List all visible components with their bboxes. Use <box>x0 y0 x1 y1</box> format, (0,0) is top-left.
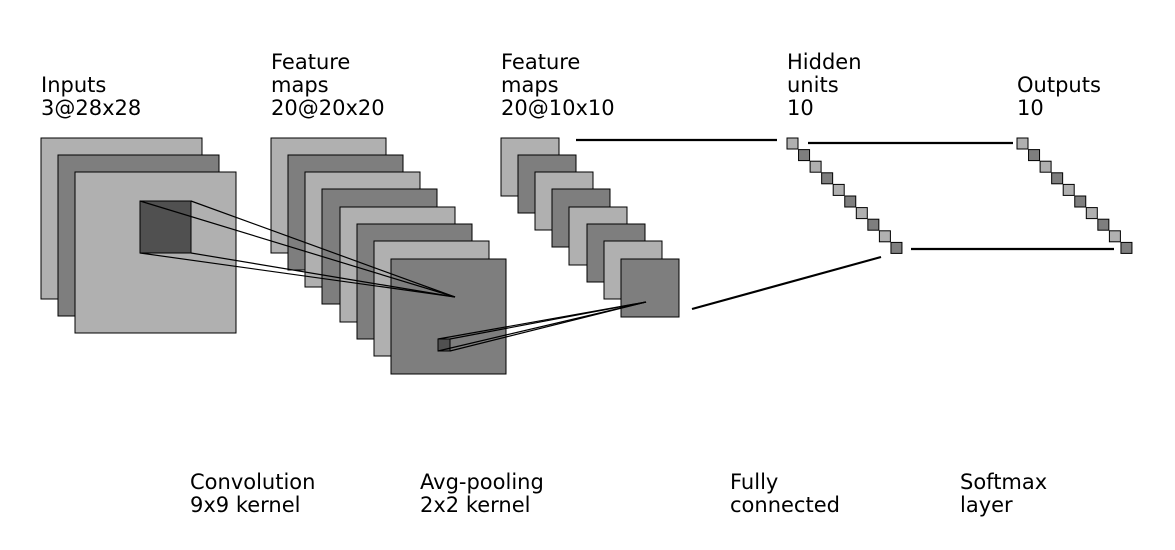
hidden-unit <box>867 218 880 231</box>
pooled-feature-map <box>620 258 680 318</box>
layer-label-outputs: Outputs 10 <box>1017 74 1101 120</box>
pooling-projection-line <box>449 301 647 340</box>
operation-detail: connected <box>730 493 840 517</box>
pooling-projection-line <box>449 301 647 352</box>
output-unit <box>1097 218 1110 231</box>
output-unit <box>1108 230 1121 243</box>
output-unit <box>1039 160 1052 173</box>
convolution-projection-line <box>190 200 456 298</box>
operation-detail: 9x9 kernel <box>190 493 301 517</box>
output-unit <box>1016 137 1029 150</box>
output-unit <box>1120 241 1133 254</box>
hidden-unit <box>798 149 811 162</box>
layer-title: Feature <box>271 50 351 74</box>
operation-label-softmax: Softmax layer <box>960 471 1047 517</box>
layer-label-feature-maps-pool: Feature maps 20@10x10 <box>501 51 615 120</box>
convolution-projection-line <box>139 200 456 298</box>
hidden-unit <box>855 207 868 220</box>
output-unit <box>1051 172 1064 185</box>
operation-name: Softmax <box>960 470 1048 494</box>
hidden-unit <box>832 183 845 196</box>
convolution-projection-line <box>190 252 456 298</box>
layer-detail: 10 <box>787 96 814 120</box>
fully-connected-line <box>691 255 882 311</box>
output-unit <box>1074 195 1087 208</box>
convolution-projection-line <box>139 252 456 298</box>
operation-detail: layer <box>960 493 1013 517</box>
layer-title: maps <box>271 73 329 97</box>
layer-title: Hidden <box>787 50 862 74</box>
layer-label-hidden-units: Hidden units 10 <box>787 51 862 120</box>
operation-label-fully-connected: Fully connected <box>730 471 840 517</box>
operation-label-avg-pooling: Avg-pooling 2x2 kernel <box>420 471 544 517</box>
operation-name: Fully <box>730 470 779 494</box>
convolution-receptive-field <box>139 200 192 254</box>
operation-name: Convolution <box>190 470 316 494</box>
layer-label-feature-maps-conv: Feature maps 20@20x20 <box>271 51 385 120</box>
layer-detail: 20@10x10 <box>501 96 615 120</box>
pooling-receptive-field <box>437 338 451 352</box>
layer-detail: 3@28x28 <box>41 96 142 120</box>
hidden-unit <box>786 137 799 150</box>
hidden-unit <box>878 230 891 243</box>
operation-label-convolution: Convolution 9x9 kernel <box>190 471 315 517</box>
operation-detail: 2x2 kernel <box>420 493 531 517</box>
output-unit <box>1085 207 1098 220</box>
layer-title: maps <box>501 73 559 97</box>
hidden-unit <box>809 160 822 173</box>
operation-name: Avg-pooling <box>420 470 544 494</box>
hidden-unit <box>844 195 857 208</box>
layer-title: Outputs <box>1017 73 1101 97</box>
hidden-unit <box>821 172 834 185</box>
hidden-unit <box>890 241 903 254</box>
layer-title: Inputs <box>41 73 107 97</box>
layer-label-inputs: Inputs 3@28x28 <box>41 74 141 120</box>
layer-title: units <box>787 73 839 97</box>
conv-feature-map <box>390 258 507 375</box>
layer-detail: 20@20x20 <box>271 96 385 120</box>
layer-title: Feature <box>501 50 581 74</box>
output-unit <box>1028 149 1041 162</box>
output-unit <box>1062 183 1075 196</box>
layer-detail: 10 <box>1017 96 1044 120</box>
